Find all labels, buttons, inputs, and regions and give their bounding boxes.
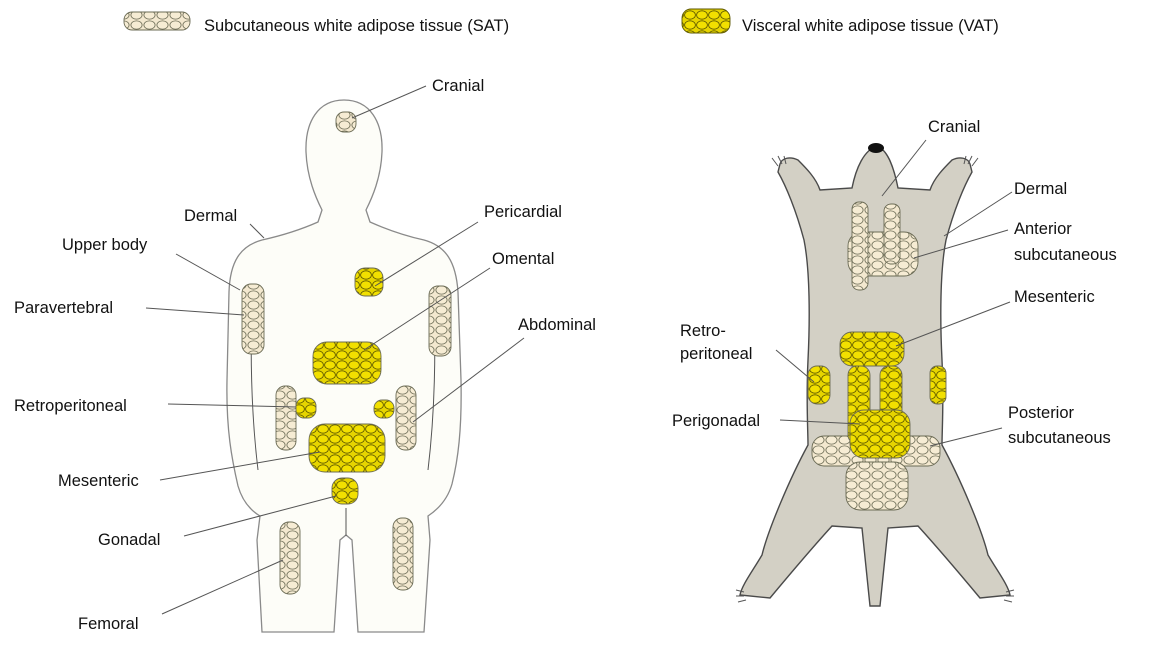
human-paravertebral-label: Paravertebral bbox=[14, 299, 113, 317]
human-paravertebral-right-sat bbox=[429, 286, 451, 356]
human-femoral-right-sat bbox=[393, 518, 413, 590]
mouse-figure: Cranial Dermal Anterior subcutaneous Mes… bbox=[672, 118, 1117, 606]
mouse-posterior-label-2: subcutaneous bbox=[1008, 429, 1111, 447]
mouse-mesenteric-vat bbox=[840, 332, 904, 366]
human-abdominal-right-sat bbox=[396, 386, 416, 450]
sat-legend-label: Subcutaneous white adipose tissue (SAT) bbox=[204, 17, 509, 35]
mouse-retro-label-1: Retro- bbox=[680, 322, 726, 340]
human-mesenteric-label: Mesenteric bbox=[58, 472, 139, 490]
human-retroperitoneal-left-vat bbox=[296, 398, 316, 418]
human-retroperitoneal-label: Retroperitoneal bbox=[14, 397, 127, 415]
human-paravertebral-left-sat bbox=[242, 284, 264, 354]
human-upper-body-label: Upper body bbox=[62, 236, 148, 254]
human-retroperitoneal-right-vat bbox=[374, 400, 394, 418]
human-gonadal-label: Gonadal bbox=[98, 531, 160, 549]
human-figure: Cranial Dermal Upper body Paravertebral … bbox=[14, 77, 596, 633]
mouse-mesenteric-label: Mesenteric bbox=[1014, 288, 1095, 306]
human-gonadal-vat bbox=[332, 478, 358, 504]
human-abdominal-left-sat bbox=[276, 386, 296, 450]
mouse-anterior-label-1: Anterior bbox=[1014, 220, 1072, 238]
mouse-perigonadal-vat-base bbox=[850, 410, 910, 458]
human-femoral-left-sat bbox=[280, 522, 300, 594]
human-abdominal-label: Abdominal bbox=[518, 316, 596, 334]
human-pericardial-label: Pericardial bbox=[484, 203, 562, 221]
vat-legend-swatch bbox=[682, 9, 730, 33]
human-omental-label: Omental bbox=[492, 250, 554, 268]
mouse-nose bbox=[868, 143, 884, 153]
vat-legend-label: Visceral white adipose tissue (VAT) bbox=[742, 17, 999, 35]
mouse-anterior-label-2: subcutaneous bbox=[1014, 246, 1117, 264]
human-omental-vat bbox=[313, 342, 381, 384]
human-cranial-label: Cranial bbox=[432, 77, 484, 95]
sat-legend-swatch bbox=[124, 12, 190, 30]
mouse-retroperitoneal-vat-left bbox=[808, 366, 830, 404]
human-mesenteric-vat bbox=[309, 424, 385, 472]
mouse-perigonadal-label: Perigonadal bbox=[672, 412, 760, 430]
mouse-anterior-sat-right bbox=[884, 204, 900, 264]
human-pericardial-vat bbox=[355, 268, 383, 296]
mouse-retro-label-2: peritoneal bbox=[680, 345, 752, 363]
dermal-leader bbox=[250, 224, 264, 238]
human-cranial-sat bbox=[336, 112, 356, 132]
mouse-retroperitoneal-vat-right bbox=[930, 366, 946, 404]
human-dermal-label: Dermal bbox=[184, 207, 237, 225]
mouse-body-outline bbox=[740, 146, 1010, 606]
human-femoral-label: Femoral bbox=[78, 615, 139, 633]
cranial-leader bbox=[352, 86, 426, 118]
mouse-dermal-label: Dermal bbox=[1014, 180, 1067, 198]
legend: Subcutaneous white adipose tissue (SAT) … bbox=[124, 9, 999, 35]
mouse-posterior-sat-center bbox=[846, 462, 908, 510]
mouse-cranial-label: Cranial bbox=[928, 118, 980, 136]
mouse-anterior-sat-left bbox=[852, 202, 868, 290]
mouse-posterior-label-1: Posterior bbox=[1008, 404, 1075, 422]
upper-body-leader bbox=[176, 254, 240, 290]
